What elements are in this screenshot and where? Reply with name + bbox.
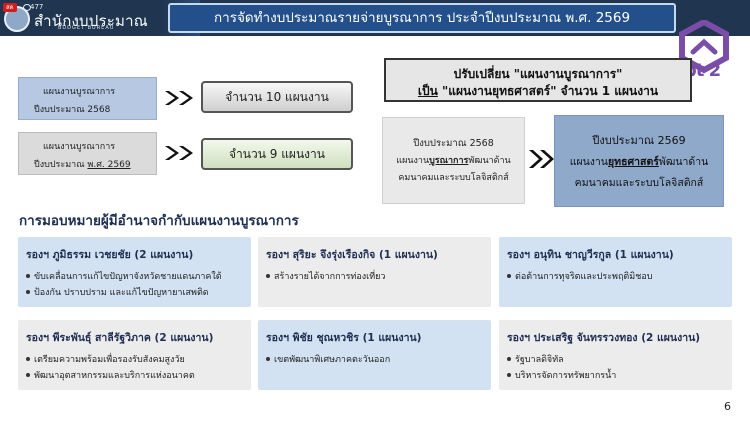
new-plan-prefix: แผนงาน (569, 156, 608, 168)
card-title: รองฯ พีระพันธุ์ สาลีรัฐวิภาค (2 แผนงาน) (26, 332, 214, 344)
bullet-icon (507, 357, 511, 361)
old-plan-box: ปีงบประมาณ 2568 แผนงานบูรณาการพัฒนาด้าน … (382, 117, 525, 204)
plan-2569-label-prefix: ปีงบประมาณ (34, 160, 88, 170)
card-title: รองฯ อนุทิน ชาญวีรกูล (1 แผนงาน) (507, 249, 674, 261)
new-plan-line2: แผนงานยุทธศาสตร์พัฒนาด้าน (555, 153, 723, 170)
plan-2568-count: จำนวน 10 แผนงาน (201, 81, 353, 113)
bullet-icon (507, 274, 511, 278)
page-title-box: การจัดทำงบประมาณรายจ่ายบูรณาการ ประจำปีง… (168, 3, 676, 33)
new-plan-year: ปีงบประมาณ 2569 (592, 134, 686, 147)
card-title: รองฯ ประเสริฐ จันทรรวงทอง (2 แผนงาน) (507, 332, 701, 344)
assignment-card: รองฯ พีระพันธุ์ สาลีรัฐวิภาค (2 แผนงาน) … (18, 320, 251, 390)
eye-icon (23, 4, 31, 11)
bullet-icon (26, 274, 30, 278)
card-title: รองฯ สุริยะ จึงรุ่งเรืองกิจ (1 แผนงาน) (266, 249, 438, 261)
assignment-card: รองฯ อนุทิน ชาญวีรกูล (1 แผนงาน) ต่อต้าน… (499, 237, 732, 307)
change-note-line1: ปรับเปลี่ยน "แผนงานบูรณาการ" (453, 67, 623, 81)
card-item: ขับเคลื่อนการแก้ไขปัญหาจังหวัดชายแดนภาคใ… (34, 272, 222, 282)
old-plan-line2: แผนงานบูรณาการพัฒนาด้าน (383, 153, 524, 167)
plan-2569-count: จำนวน 9 แผนงาน (201, 138, 353, 170)
assignment-card: รองฯ สุริยะ จึงรุ่งเรืองกิจ (1 แผนงาน) ส… (258, 237, 491, 307)
bullet-icon (26, 373, 30, 377)
change-note-count: จำนวน 1 แผนงาน (556, 84, 659, 98)
card-item: รัฐบาลดิจิทัล (515, 355, 564, 365)
card-title: รองฯ ภูมิธรรม เวชยชัย (2 แผนงาน) (26, 249, 194, 261)
change-note-strategy: "แผนงานยุทธศาสตร์" (437, 84, 557, 98)
change-note-box: ปรับเปลี่ยน "แผนงานบูรณาการ" เป็น "แผนงา… (384, 58, 692, 102)
page-number: 6 (724, 400, 731, 413)
card-item: เขตพัฒนาพิเศษภาคตะวันออก (274, 355, 391, 365)
new-plan-type: ยุทธศาสตร์ (608, 156, 659, 168)
old-plan-prefix: แผนงาน (396, 156, 430, 166)
double-chevron-right-icon (165, 91, 193, 105)
assignment-heading: การมอบหมายผู้มีอำนาจกำกับแผนงานบูรณาการ (19, 213, 299, 229)
page-title: การจัดทำงบประมาณรายจ่ายบูรณาการ ประจำปีง… (213, 10, 631, 26)
double-chevron-right-icon (529, 150, 554, 168)
bullet-icon (266, 274, 270, 278)
old-plan-line3: คมนาคมและระบบโลจิสติกส์ (398, 173, 509, 183)
plan-2569-label-box: แผนงานบูรณาการ ปีงบประมาณ พ.ศ. 2569 (18, 132, 157, 175)
bullet-icon (266, 357, 270, 361)
card-item: สร้างรายได้จากการท่องเที่ยว (274, 272, 386, 282)
new-plan-line3: คมนาคมและระบบโลจิสติกส์ (574, 177, 704, 189)
assignment-card: รองฯ ภูมิธรรม เวชยชัย (2 แผนงาน) ขับเคลื… (18, 237, 251, 307)
assignment-card: รองฯ ประเสริฐ จันทรรวงทอง (2 แผนงาน) รัฐ… (499, 320, 732, 390)
bullet-icon (26, 290, 30, 294)
card-item: บริหารจัดการทรัพยากรน้ำ (515, 371, 617, 381)
org-name: สำนักงบประมาณ (34, 12, 148, 30)
org-subtitle: BUDGET BUREAU (58, 25, 115, 31)
card-item: ต่อต้านการทุจริตและประพฤติมิชอบ (515, 272, 653, 282)
change-note-line2: เป็น "แผนงานยุทธศาสตร์" จำนวน 1 แผนงาน (386, 82, 690, 101)
old-plan-year: ปีงบประมาณ 2568 (413, 138, 494, 149)
bullet-icon (507, 373, 511, 377)
new-plan-suffix: พัฒนาด้าน (658, 156, 709, 168)
plan-2569-label-line2: ปีงบประมาณ พ.ศ. 2569 (34, 157, 131, 171)
plan-2568-label-line2: ปีงบประมาณ 2568 (34, 105, 111, 115)
double-chevron-right-icon (165, 146, 193, 160)
viewer-count: 477 (30, 3, 44, 11)
plan-2568-label-box: แผนงานบูรณาการ ปีงบประมาณ 2568 (18, 77, 157, 120)
card-item: พัฒนาอุตสาหกรรมและบริการแห่งอนาคต (34, 371, 195, 381)
card-item: เตรียมความพร้อมเพื่อรองรับสังคมสูงวัย (34, 355, 185, 365)
card-title: รองฯ พิชัย ชุณหวชิร (1 แผนงาน) (266, 332, 422, 344)
bullet-icon (26, 357, 30, 361)
card-item: ป้องกัน ปราบปราม และแก้ไขปัญหายาเสพติด (34, 288, 209, 298)
plan-2568-label-line1: แผนงานบูรณาการ (43, 87, 116, 97)
old-plan-suffix: พัฒนาด้าน (468, 156, 511, 166)
channel-logo-icon (679, 20, 729, 74)
plan-2569-label-year: พ.ศ. 2569 (87, 160, 131, 170)
change-note-prefix: เป็น (417, 84, 438, 98)
plan-2569-label-line1: แผนงานบูรณาการ (43, 142, 116, 152)
live-badge: สด (3, 3, 17, 12)
assignment-card: รองฯ พิชัย ชุณหวชิร (1 แผนงาน) เขตพัฒนาพ… (258, 320, 491, 390)
new-plan-box: ปีงบประมาณ 2569 แผนงานยุทธศาสตร์พัฒนาด้า… (554, 115, 724, 207)
old-plan-type: บูรณาการ (429, 156, 469, 166)
